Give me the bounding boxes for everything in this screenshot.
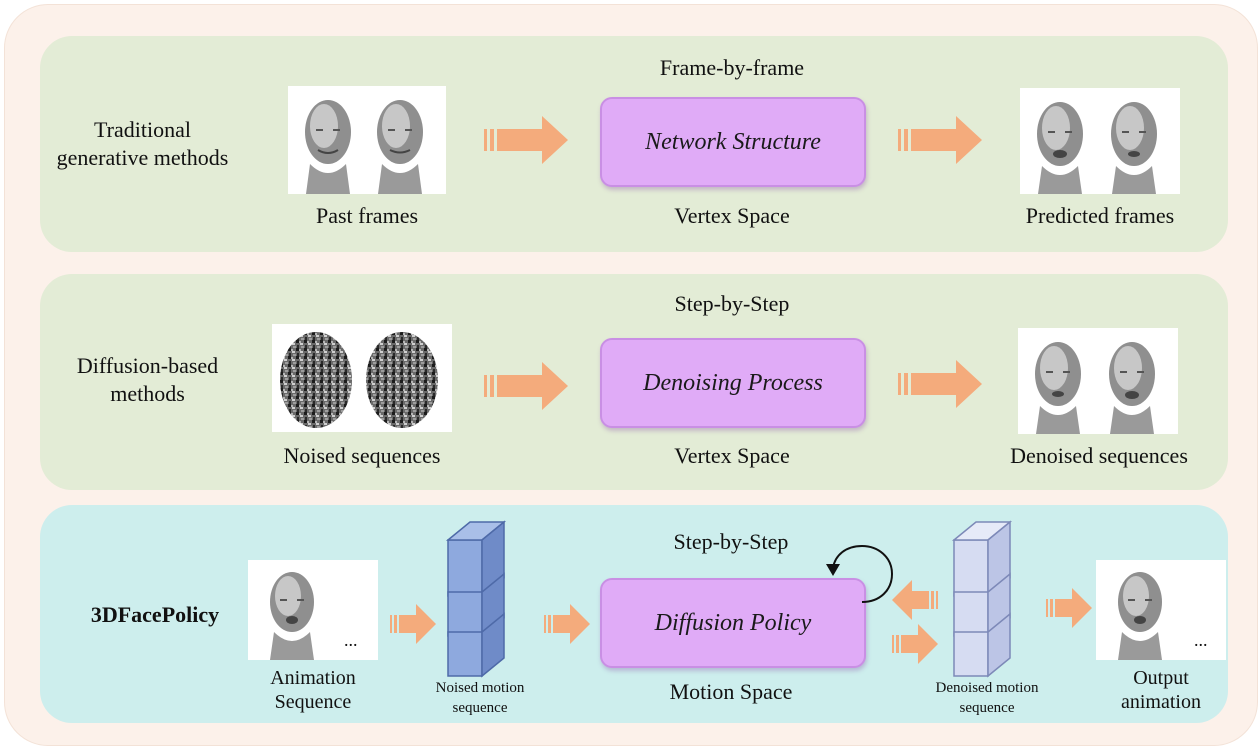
animation-sequence-image xyxy=(248,560,378,660)
row1-name-line2: generative methods xyxy=(56,145,229,170)
face-mesh-icon xyxy=(377,100,423,194)
output-animation-image xyxy=(1096,560,1226,660)
noised-motion-caption: Noised motion sequence xyxy=(410,678,550,718)
arrow-right-icon xyxy=(892,624,938,664)
row2-top-label: Step-by-Step xyxy=(674,291,790,316)
arrow-left-icon xyxy=(892,580,938,620)
noised-caption-line1: Noised motion xyxy=(435,680,525,696)
row3-top-label: Step-by-Step xyxy=(673,529,789,554)
row2-name-line1: Diffusion-based xyxy=(76,353,219,378)
past-frames-image xyxy=(288,86,446,194)
motion-block-icon xyxy=(953,612,1011,678)
motion-block-icon xyxy=(445,520,507,598)
face-mesh-icon xyxy=(270,572,314,660)
row1-space-label: Vertex Space xyxy=(674,203,790,228)
noise-face-icon xyxy=(366,332,438,428)
face-mesh-icon xyxy=(1035,342,1081,434)
row2-space-label: Vertex Space xyxy=(674,443,790,468)
diffusion-policy-box: Diffusion Policy xyxy=(600,578,866,668)
noise-face-icon xyxy=(280,332,352,428)
animation-caption-line1: Animation xyxy=(270,667,356,689)
arrow-right-icon xyxy=(484,362,568,410)
output-caption-line1: Output xyxy=(1133,667,1189,689)
row1-method-name: Traditional generative methods xyxy=(55,116,230,172)
arrow-right-icon xyxy=(544,604,590,644)
denoised-sequences-image xyxy=(1018,328,1178,434)
face-mesh-icon xyxy=(305,100,351,194)
denoised-motion-blocks xyxy=(951,520,1013,678)
arrow-right-icon xyxy=(898,360,982,408)
output-animation-caption: Output animation xyxy=(1098,666,1224,714)
row1-name-line1: Traditional xyxy=(94,117,191,142)
animation-sequence-caption: Animation Sequence xyxy=(248,666,378,714)
noised-motion-blocks xyxy=(445,520,507,678)
noised-sequences-image xyxy=(272,324,452,432)
face-mesh-icon xyxy=(1118,572,1162,660)
face-mesh-icon xyxy=(1109,342,1155,434)
face-mesh-icon xyxy=(1037,102,1083,194)
network-structure-box: Network Structure xyxy=(600,97,866,187)
denoised-caption-line2: sequence xyxy=(959,700,1015,716)
animation-caption-line2: Sequence xyxy=(274,691,352,713)
noised-caption-line2: sequence xyxy=(452,700,508,716)
predicted-frames-caption: Predicted frames xyxy=(1025,203,1175,228)
denoised-caption-line1: Denoised motion xyxy=(935,680,1039,696)
row3-method-name: 3DFacePolicy xyxy=(90,602,220,627)
animation-ellipsis: ... xyxy=(344,630,358,650)
predicted-frames-image xyxy=(1020,88,1180,194)
noised-sequences-caption: Noised sequences xyxy=(283,443,441,468)
motion-block-icon xyxy=(447,612,505,678)
arrow-right-icon xyxy=(484,116,568,164)
face-mesh-icon xyxy=(1111,102,1157,194)
arrow-right-icon xyxy=(390,604,436,644)
past-frames-caption: Past frames xyxy=(315,203,419,228)
output-ellipsis: ... xyxy=(1194,630,1208,650)
arrow-right-icon xyxy=(898,116,982,164)
arrow-right-icon xyxy=(1046,588,1092,628)
output-caption-line2: animation xyxy=(1121,691,1201,713)
loop-arrow-icon xyxy=(826,544,894,603)
row1-top-label: Frame-by-frame xyxy=(659,55,805,80)
row2-method-name: Diffusion-based methods xyxy=(60,352,235,408)
denoised-sequences-caption: Denoised sequences xyxy=(1010,443,1188,468)
denoised-motion-caption: Denoised motion sequence xyxy=(912,678,1062,718)
row2-name-line2: methods xyxy=(110,381,185,406)
row3-space-label: Motion Space xyxy=(669,679,793,704)
denoising-process-box: Denoising Process xyxy=(600,338,866,428)
